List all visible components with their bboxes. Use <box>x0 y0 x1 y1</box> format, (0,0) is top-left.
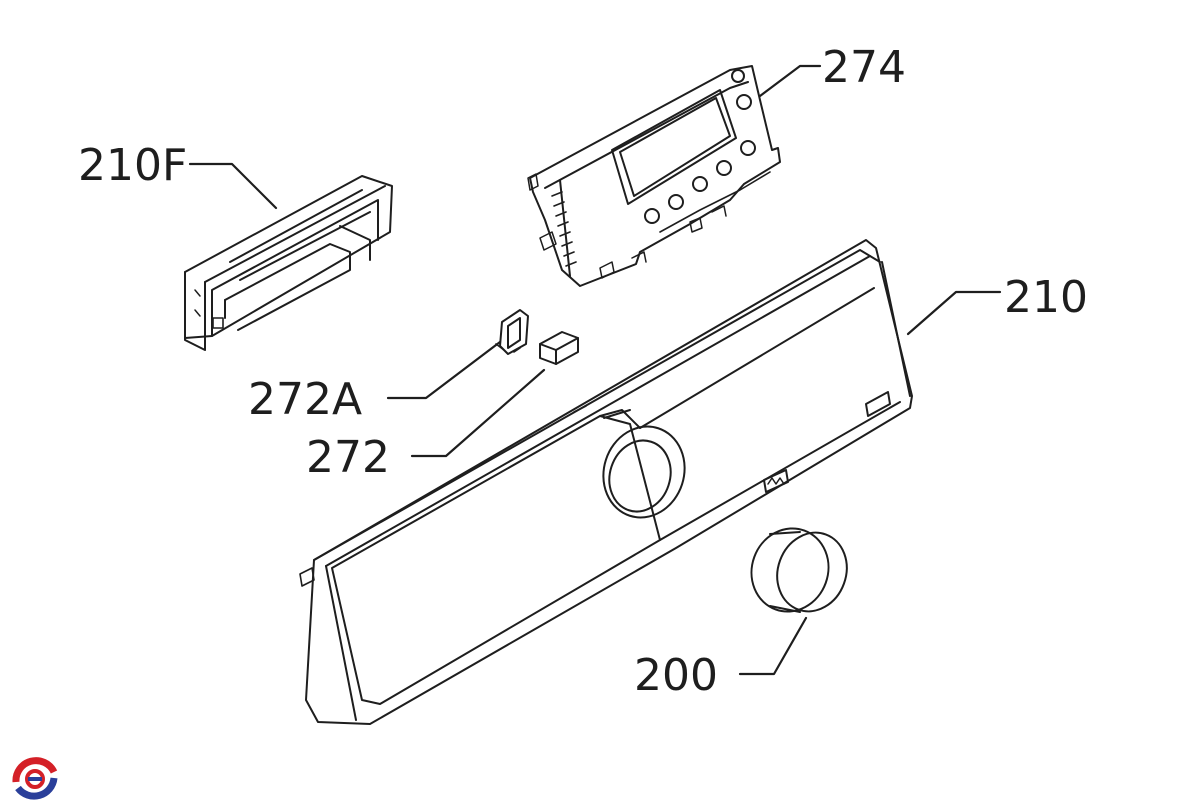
part-272-button-block <box>539 331 579 365</box>
leader-200 <box>738 616 808 676</box>
leader-210f <box>188 162 278 210</box>
callout-274: 274 <box>822 42 906 93</box>
leader-272a <box>386 340 502 400</box>
leader-272 <box>410 368 546 458</box>
part-210f-dispenser-insert <box>184 175 393 351</box>
callout-210: 210 <box>1004 272 1088 323</box>
leader-210 <box>906 290 1002 336</box>
callout-272a: 272A <box>248 374 363 425</box>
callout-210f: 210F <box>78 140 188 191</box>
callout-200: 200 <box>634 650 718 701</box>
leader-274 <box>758 64 822 98</box>
callout-272: 272 <box>306 432 390 483</box>
part-210-control-panel <box>299 239 913 725</box>
brand-logo-icon <box>12 757 58 800</box>
part-274-control-board <box>527 65 781 287</box>
leader-lines <box>188 64 1002 676</box>
part-200-knob <box>750 527 848 613</box>
part-272a-clip <box>495 309 529 355</box>
